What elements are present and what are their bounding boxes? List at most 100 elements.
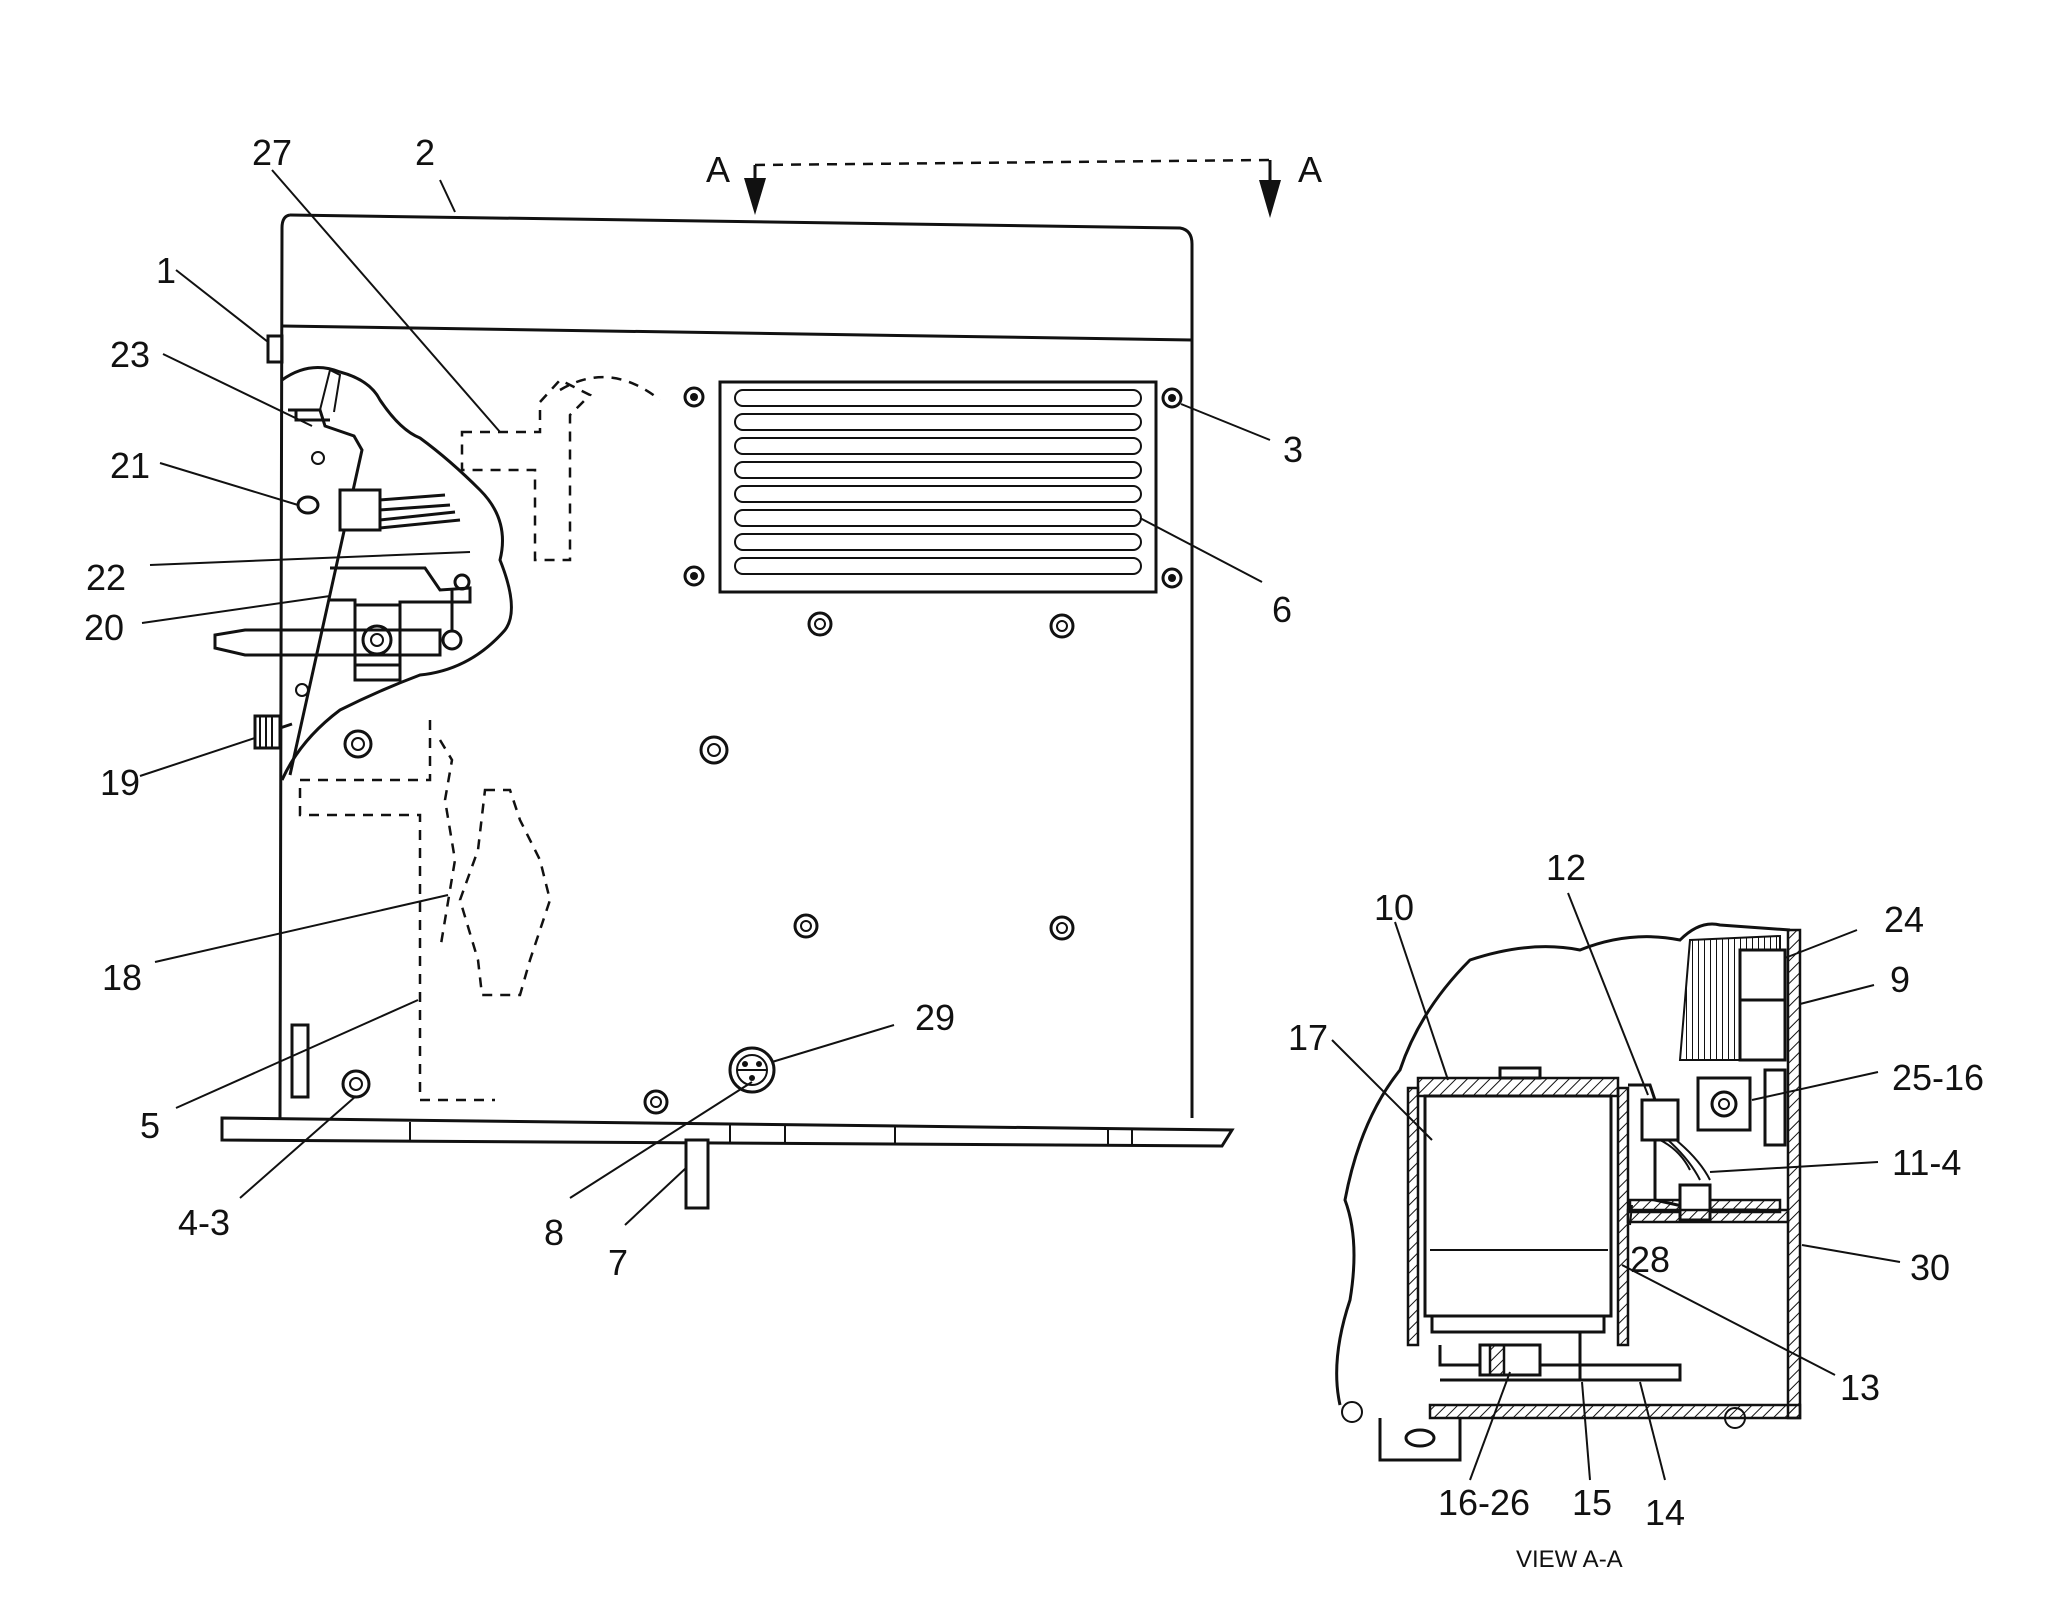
motor-can <box>1423 1094 1613 1318</box>
knurled-knob <box>253 714 282 750</box>
leader-4-3 <box>239 1095 357 1199</box>
leader-25-16 <box>1751 1071 1879 1101</box>
callout-23: 23 <box>110 334 150 375</box>
section-marker-left: A <box>706 149 730 190</box>
leader-12 <box>1567 892 1649 1096</box>
section-marker-right: A <box>1298 149 1322 190</box>
tube-fitting <box>319 368 342 413</box>
callout-8: 8 <box>544 1212 564 1253</box>
leader-7 <box>624 1167 687 1226</box>
leader-6 <box>1139 517 1263 583</box>
grille-slats <box>734 389 1142 575</box>
callout-15: 15 <box>1572 1482 1612 1523</box>
callout-18: 18 <box>102 957 142 998</box>
cutaway-edge <box>280 366 513 781</box>
leader-3 <box>1180 403 1271 441</box>
main-view <box>213 158 1281 1210</box>
motor-top-cap <box>1416 1076 1620 1098</box>
callout-30: 30 <box>1910 1247 1950 1288</box>
callout-17: 17 <box>1288 1017 1328 1058</box>
bracket-flange <box>294 410 330 422</box>
thermostat-25-16 <box>1696 1076 1752 1132</box>
leader-18 <box>154 894 449 963</box>
bottom-plate <box>1428 1403 1802 1420</box>
panel-screws <box>341 611 1075 1115</box>
leader-22 <box>149 551 471 566</box>
hidden-duct <box>298 720 495 1102</box>
callout-5: 5 <box>140 1105 160 1146</box>
leader-15 <box>1581 1381 1591 1481</box>
callout-29: 29 <box>915 997 955 1038</box>
leader-5 <box>175 999 419 1109</box>
mounting-tray <box>1438 1345 1682 1382</box>
leader-1 <box>175 269 269 343</box>
foot-slot <box>1404 1428 1436 1448</box>
motor-shell-left <box>1406 1086 1420 1347</box>
callout-25-16: 25-16 <box>1892 1057 1984 1098</box>
leader-10 <box>1394 921 1449 1081</box>
section-line <box>754 158 1271 167</box>
cover-seam <box>281 324 1193 342</box>
section-arrow-left <box>744 178 766 215</box>
leader-9 <box>1799 984 1875 1005</box>
leader-lines <box>139 169 1901 1481</box>
leader-21 <box>159 462 299 506</box>
side-fitting <box>266 334 284 364</box>
callout-9: 9 <box>1890 959 1910 1000</box>
actuator-rod <box>213 628 442 657</box>
view-caption: VIEW A-A <box>1516 1546 1623 1573</box>
housing-left-edge <box>278 213 291 1119</box>
callout-21: 21 <box>110 445 150 486</box>
electrical-connector <box>728 1046 776 1094</box>
callout-13: 13 <box>1840 1367 1880 1408</box>
vent-grille <box>718 380 1158 594</box>
callout-28: 28 <box>1630 1239 1670 1280</box>
section-arrow-right <box>1259 180 1281 218</box>
callout-7: 7 <box>608 1242 628 1283</box>
fin-block-24 <box>1738 948 1787 1002</box>
grille-screws <box>683 386 1183 589</box>
housing-top-right-edge <box>289 213 1194 1118</box>
callout-4-3: 4-3 <box>178 1202 230 1243</box>
section-torn-edge <box>1335 922 1791 1406</box>
motor-shell-right <box>1616 1086 1630 1347</box>
mounting-leg <box>684 1138 710 1210</box>
leader-14 <box>1639 1381 1666 1481</box>
base-plate <box>220 1116 1235 1148</box>
leader-28 <box>1629 1204 1633 1226</box>
section-view-aa <box>1335 922 1802 1462</box>
access-slot <box>290 1023 310 1099</box>
callout-27: 27 <box>252 132 292 173</box>
callout-24: 24 <box>1884 899 1924 940</box>
leader-23 <box>162 353 313 427</box>
switch-body <box>1640 1098 1680 1142</box>
inner-box-top <box>1626 1208 1790 1224</box>
hidden-tube-upper <box>559 375 661 401</box>
motor-base <box>1430 1314 1606 1334</box>
section-foot <box>1378 1418 1462 1462</box>
relay-block <box>338 488 382 532</box>
callout-20: 20 <box>84 607 124 648</box>
leader-24 <box>1784 929 1858 959</box>
callout-22: 22 <box>86 557 126 598</box>
callout-19: 19 <box>100 762 140 803</box>
leader-27 <box>271 169 501 433</box>
callout-1: 1 <box>156 250 176 291</box>
motor-cap-nub <box>1498 1066 1542 1080</box>
leader-16-26 <box>1469 1371 1511 1481</box>
fin-block-9 <box>1738 998 1787 1062</box>
terminal-strip <box>1763 1068 1787 1147</box>
callout-6: 6 <box>1272 589 1292 630</box>
wire-bundle <box>379 493 461 530</box>
leader-30 <box>1801 1244 1901 1263</box>
leader-2 <box>439 179 456 213</box>
callout-14: 14 <box>1645 1492 1685 1533</box>
hidden-valve-lower <box>458 788 552 997</box>
knob-knurling <box>259 716 273 748</box>
callout-16-26: 16-26 <box>1438 1482 1530 1523</box>
leader-13 <box>1621 1264 1836 1376</box>
switch-wires <box>1659 1139 1711 1181</box>
shaft-collar <box>1488 1343 1506 1377</box>
hidden-valve-upper <box>460 378 593 562</box>
